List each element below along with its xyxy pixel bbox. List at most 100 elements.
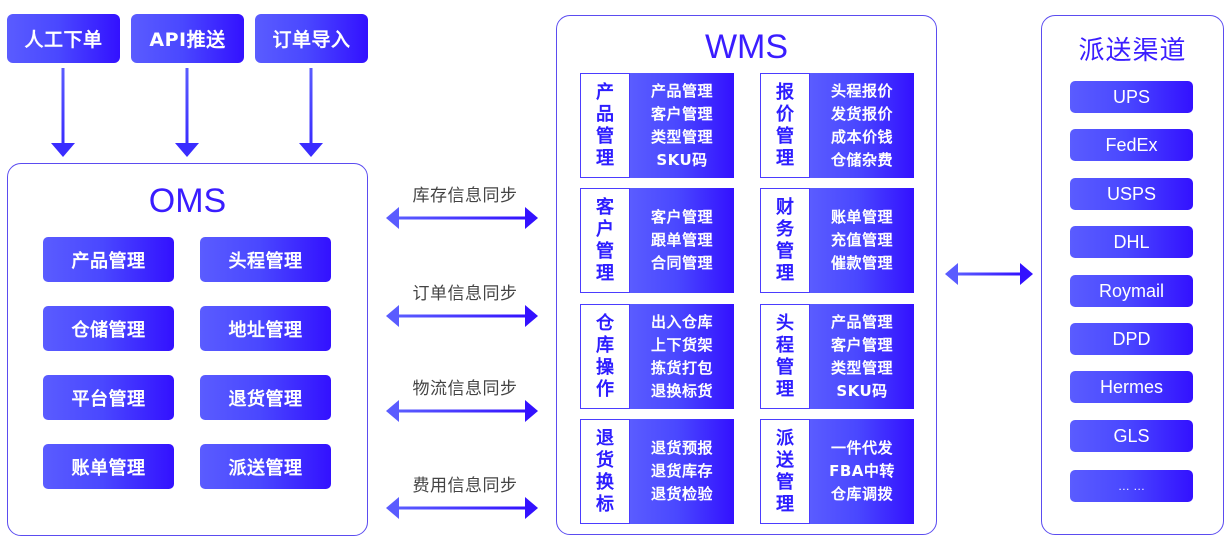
channel-hermes[interactable]: Hermes <box>1070 371 1193 403</box>
wms-module-items: 客户管理跟单管理合同管理 <box>630 188 734 293</box>
source-manual-order[interactable]: 人工下单 <box>7 14 120 63</box>
wms-module-item[interactable]: 充值管理 <box>830 231 893 249</box>
wms-module-warehouse[interactable]: 仓库操作出入仓库上下货架拣货打包退换标货 <box>580 304 734 409</box>
wms-module-title-char: 理 <box>776 378 794 400</box>
wms-module-item[interactable]: 头程报价 <box>830 81 893 100</box>
wms-module-title-char: 管 <box>776 125 794 147</box>
wms-module-item[interactable]: 产品管理 <box>650 81 713 100</box>
wms-module-title-char: 价 <box>776 103 794 125</box>
channel-roymail[interactable]: Roymail <box>1070 275 1193 307</box>
oms-module[interactable]: 派送管理 <box>200 444 331 489</box>
channel-label: GLS <box>1113 425 1150 446</box>
wms-module-title-char: 作 <box>596 378 614 400</box>
channel-more[interactable]: … … <box>1070 470 1193 502</box>
wms-module-item[interactable]: 仓储杂费 <box>830 150 893 169</box>
sync-label-fee: 费用信息同步 <box>412 476 518 496</box>
wms-module-item[interactable]: SKU码 <box>836 381 888 400</box>
wms-module-return[interactable]: 退货换标 退货预报退货库存退货检验 <box>580 419 734 524</box>
channel-ups[interactable]: UPS <box>1070 81 1193 113</box>
wms-module-item[interactable]: 出入仓库 <box>650 312 713 331</box>
sync-label-inventory: 库存信息同步 <box>412 186 518 206</box>
wms-module-title-char: 派 <box>776 427 794 449</box>
wms-module-item[interactable]: 合同管理 <box>650 254 713 272</box>
wms-module-title-char: 标 <box>596 493 614 515</box>
channel-fedex[interactable]: FedEx <box>1070 129 1193 161</box>
source-label: 人工下单 <box>24 29 103 51</box>
channel-usps[interactable]: USPS <box>1070 178 1193 210</box>
wms-module-item[interactable]: 跟单管理 <box>650 231 713 249</box>
wms-module-item[interactable]: 催款管理 <box>830 254 893 272</box>
wms-module-title: 派送管理 <box>760 419 810 524</box>
wms-module-title-char: 退 <box>596 427 614 449</box>
oms-module[interactable]: 产品管理 <box>43 237 174 282</box>
wms-module-title-char: 货 <box>596 449 614 471</box>
down-arrow-icon <box>175 68 199 157</box>
wms-module-title-char: 管 <box>776 356 794 378</box>
sync-label-order: 订单信息同步 <box>412 284 518 304</box>
wms-module-title-char: 程 <box>776 334 794 356</box>
wms-module-item[interactable]: 客户管理 <box>830 335 893 354</box>
wms-module-title-char: 理 <box>776 262 794 284</box>
oms-module[interactable]: 头程管理 <box>200 237 331 282</box>
source-order-import[interactable]: 订单导入 <box>255 14 368 63</box>
sync-label-logistics: 物流信息同步 <box>412 379 518 399</box>
down-arrow-icon <box>299 68 323 157</box>
wms-module-title-char: 务 <box>776 218 794 240</box>
wms-module-item[interactable]: 客户管理 <box>650 104 713 123</box>
channels-title: 派送渠道 <box>1078 36 1187 66</box>
wms-module-item[interactable]: 成本价钱 <box>830 127 893 146</box>
wms-module-item[interactable]: 仓库调拨 <box>830 485 893 503</box>
wms-module-title-char: 理 <box>596 147 614 169</box>
channel-gls[interactable]: GLS <box>1070 420 1193 452</box>
wms-module-title: 退货换标 <box>580 419 630 524</box>
oms-title: OMS <box>148 182 227 220</box>
wms-module-title-char: 管 <box>776 240 794 262</box>
wms-module-customer[interactable]: 客户管理客户管理跟单管理合同管理 <box>580 188 734 293</box>
oms-module-label: 派送管理 <box>228 457 303 479</box>
wms-title: WMS <box>704 28 789 66</box>
wms-module-finance[interactable]: 财务管理账单管理充值管理催款管理 <box>760 188 914 293</box>
oms-module-label: 产品管理 <box>71 250 146 272</box>
wms-module-items: 账单管理充值管理催款管理 <box>810 188 914 293</box>
wms-module-item[interactable]: 客户管理 <box>650 208 713 226</box>
wms-module-title: 财务管理 <box>760 188 810 293</box>
wms-module-item[interactable]: 一件代发 <box>830 439 893 457</box>
channel-label: … … <box>1117 479 1146 493</box>
wms-module-item[interactable]: 上下货架 <box>650 335 713 354</box>
channel-label: DPD <box>1112 328 1151 349</box>
wms-module-item[interactable]: 拣货打包 <box>650 358 713 377</box>
wms-module-item[interactable]: 退换标货 <box>650 381 713 400</box>
wms-module-delivery[interactable]: 派送管理 一件代发 FBA中转仓库调拨 <box>760 419 914 524</box>
oms-module[interactable]: 仓储管理 <box>43 306 174 351</box>
wms-module-title: 产品管理 <box>580 73 630 178</box>
wms-module-items: 头程报价发货报价成本价钱仓储杂费 <box>810 73 914 178</box>
wms-module-item[interactable]: 发货报价 <box>830 104 893 123</box>
wms-module-quote[interactable]: 报价管理头程报价发货报价成本价钱仓储杂费 <box>760 73 914 178</box>
wms-module-item[interactable]: 账单管理 <box>830 208 893 226</box>
wms-module-title-char: 管 <box>776 471 794 493</box>
source-label: API推送 <box>149 29 226 51</box>
oms-module[interactable]: 平台管理 <box>43 375 174 420</box>
wms-module-title-char: 品 <box>596 103 614 125</box>
oms-module-label: 退货管理 <box>228 388 303 410</box>
wms-module-item[interactable]: 退货预报 <box>650 439 713 457</box>
wms-module-item[interactable]: 类型管理 <box>650 127 713 146</box>
source-api-push[interactable]: API推送 <box>131 14 244 63</box>
channel-dhl[interactable]: DHL <box>1070 226 1193 258</box>
down-arrow-icon <box>51 68 75 157</box>
wms-module-item[interactable]: FBA中转 <box>829 462 895 480</box>
wms-module-item[interactable]: 类型管理 <box>830 358 893 377</box>
channel-dpd[interactable]: DPD <box>1070 323 1193 355</box>
oms-module[interactable]: 退货管理 <box>200 375 331 420</box>
oms-module-label: 地址管理 <box>228 319 303 341</box>
wms-module-item[interactable]: SKU码 <box>656 150 708 169</box>
wms-module-title-char: 产 <box>596 81 614 103</box>
wms-module-item[interactable]: 退货检验 <box>650 485 713 503</box>
wms-module-title-char: 操 <box>596 356 614 378</box>
oms-module[interactable]: 账单管理 <box>43 444 174 489</box>
wms-module-item[interactable]: 产品管理 <box>830 312 893 331</box>
oms-module[interactable]: 地址管理 <box>200 306 331 351</box>
wms-module-item[interactable]: 退货库存 <box>650 462 713 480</box>
